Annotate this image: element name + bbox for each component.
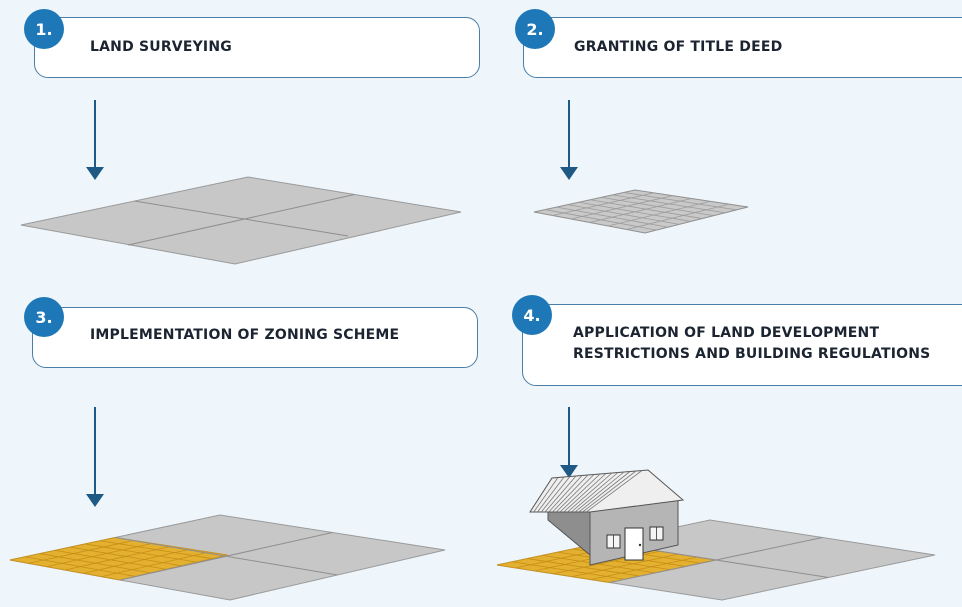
grid-line bbox=[46, 542, 153, 568]
house-illustration bbox=[529, 469, 685, 566]
parcel-title-deed-grid bbox=[533, 189, 749, 234]
down-arrow bbox=[560, 407, 578, 478]
grid-line bbox=[101, 551, 209, 578]
step-4-badge: 4. bbox=[512, 295, 552, 335]
roof-line bbox=[555, 474, 595, 513]
down-arrow bbox=[86, 407, 104, 507]
parcel-division-line bbox=[119, 532, 333, 581]
step-2-badge: 2. bbox=[515, 9, 555, 49]
step-2-box: GRANTING OF TITLE DEED bbox=[523, 17, 962, 78]
parcel-zoning bbox=[9, 514, 446, 601]
step-3-badge: 3. bbox=[24, 297, 64, 337]
grid-line bbox=[589, 198, 692, 223]
grid-line bbox=[83, 548, 191, 574]
step-4-label-line-2: RESTRICTIONS AND BUILDING REGULATIONS bbox=[573, 346, 931, 362]
grid-line bbox=[570, 195, 673, 220]
grid-line bbox=[28, 540, 134, 564]
roof-line bbox=[570, 472, 619, 513]
roof-line bbox=[533, 477, 559, 513]
parcel-with-house bbox=[496, 469, 936, 601]
house-door bbox=[624, 527, 644, 561]
roof-line bbox=[537, 476, 565, 513]
roof-line bbox=[544, 475, 577, 513]
roof-line bbox=[586, 470, 643, 513]
grid-line bbox=[552, 192, 654, 216]
grid-line bbox=[571, 553, 679, 578]
grid-line bbox=[64, 545, 172, 571]
step-3-box: IMPLEMENTATION OF ZONING SCHEME bbox=[32, 307, 478, 368]
grid-line bbox=[607, 200, 711, 227]
step-4-box: APPLICATION OF LAND DEVELOPMENT RESTRICT… bbox=[522, 304, 962, 386]
step-1-label: LAND SURVEYING bbox=[90, 39, 232, 55]
step-2-label: GRANTING OF TITLE DEED bbox=[574, 39, 783, 55]
grid-line bbox=[590, 556, 698, 580]
roof-line bbox=[578, 471, 631, 513]
house-roof bbox=[529, 469, 685, 513]
step-3-label: IMPLEMENTATION OF ZONING SCHEME bbox=[90, 327, 400, 343]
parcel-land-surveying bbox=[20, 176, 462, 265]
down-arrow bbox=[86, 100, 104, 180]
roof-line bbox=[563, 473, 607, 513]
grid-line bbox=[626, 203, 730, 230]
parcel-division-line bbox=[609, 537, 823, 583]
step-4-label-line-1: APPLICATION OF LAND DEVELOPMENT bbox=[573, 325, 880, 341]
step-1-box: LAND SURVEYING bbox=[34, 17, 480, 78]
roof-line bbox=[582, 470, 637, 513]
roof-line bbox=[559, 473, 601, 513]
roof-line bbox=[552, 474, 589, 513]
roof-line bbox=[548, 475, 583, 513]
roof-line bbox=[574, 471, 625, 513]
parcel-division-line bbox=[127, 194, 355, 246]
roof-line bbox=[567, 472, 613, 513]
step-1-badge: 1. bbox=[24, 9, 64, 49]
parcel-division-line bbox=[134, 200, 349, 237]
down-arrow bbox=[560, 100, 578, 180]
roof-line bbox=[540, 476, 571, 513]
parcel-surface bbox=[20, 176, 462, 265]
